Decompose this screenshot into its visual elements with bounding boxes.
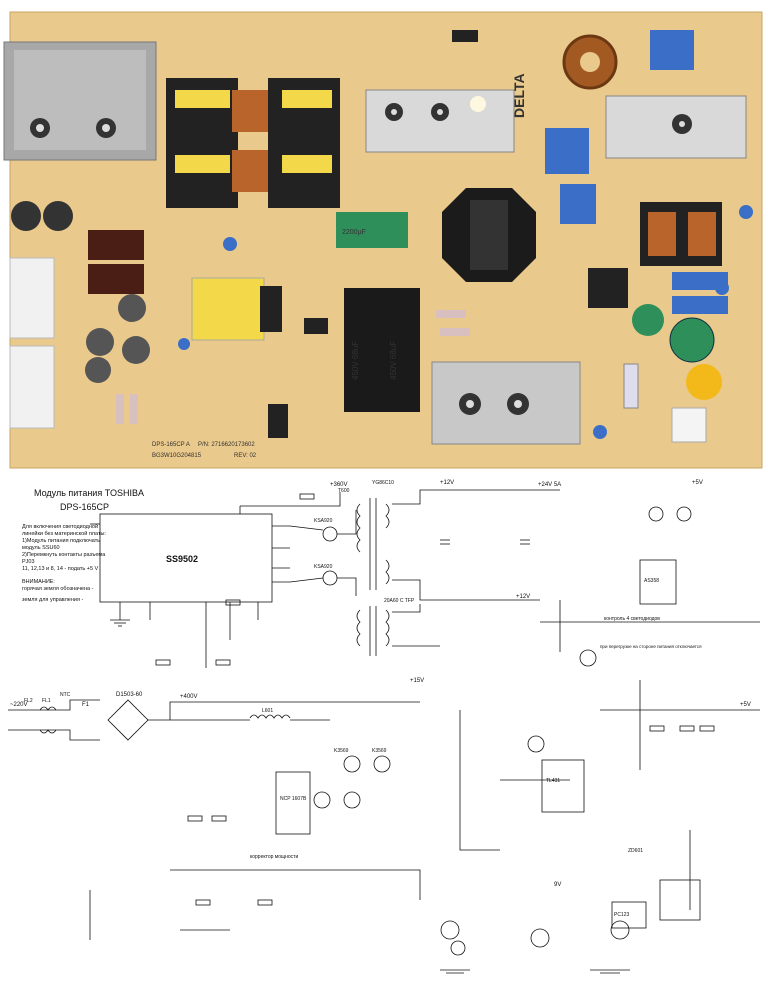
- ic-tl431: [541, 759, 585, 813]
- heatsink-bottom: [431, 361, 581, 445]
- label-fet4: KSA920: [314, 564, 333, 570]
- electrolytic-cap: [88, 264, 144, 294]
- svg-text:450V 68uF: 450V 68uF: [351, 341, 360, 380]
- note-line: модуль SSU60: [22, 545, 60, 551]
- board-rev-label: REV: 02: [234, 453, 257, 459]
- label-12v-out: +12V: [516, 594, 530, 600]
- ic-tl431-label: TL431: [546, 778, 560, 784]
- bridge-rectifier: [107, 699, 149, 741]
- label-20a60: 20A60 C TFP: [384, 598, 415, 604]
- ic-as358: [639, 559, 677, 605]
- label-fl1: FL1: [42, 698, 51, 704]
- opto-pc123: [611, 901, 647, 929]
- electrolytic-cap: [88, 230, 144, 260]
- fuse-label: F1: [82, 702, 90, 708]
- schematic-title: Модуль питания TOSHIBA: [34, 488, 145, 498]
- label-fet3: KSA920: [314, 518, 333, 524]
- warning-title: ВНИМАНИЕ:: [22, 579, 55, 585]
- label-fl2: FL2: [24, 698, 33, 704]
- label-t600: T600: [338, 488, 350, 494]
- label-24v-out: +24V 5A: [538, 482, 561, 488]
- schematic-model: DPS-165CP: [60, 502, 110, 512]
- label-l601: L601: [262, 708, 273, 714]
- label-400v: +400V: [180, 694, 198, 700]
- label-12v: +12V: [440, 480, 454, 486]
- bridge-label: D1503-60: [116, 692, 143, 698]
- ic-small: [304, 318, 328, 334]
- ic-as358-label: AS358: [644, 578, 659, 584]
- svg-text:2200µF: 2200µF: [342, 229, 366, 236]
- x-capacitor: [560, 184, 596, 224]
- ic-ss9502-label: SS9502: [166, 554, 198, 564]
- ic-ncp-label: NCP 1607B: [280, 796, 307, 802]
- note-line: PJ03: [22, 559, 35, 565]
- connector-output-2: [9, 345, 55, 429]
- note-line: линейки без материнской платы:: [22, 531, 106, 537]
- label-5v-out: +5V: [740, 702, 751, 708]
- x-capacitor: [545, 128, 589, 174]
- warning-hot: горячая земля обозначена -: [22, 586, 94, 592]
- electrolytic-cap: [122, 336, 150, 364]
- schematic-notes: Для включения светодиодной линейки без м…: [22, 524, 114, 604]
- brand-label: DELTA: [511, 73, 527, 118]
- pcb-photo: DELTA 2200µF 450V 68uF 450V 68uF: [3, 11, 763, 469]
- warning-cold: земля для управления -: [22, 597, 84, 603]
- electrolytic-cap: [86, 328, 114, 356]
- connector-output-1: [9, 257, 55, 339]
- relay: [588, 268, 628, 308]
- electrolytic-cap: [11, 201, 41, 231]
- circuit-schematic: SS9502 NCP 1607B TL431 AS358 PC123 D1503…: [8, 480, 760, 974]
- board-pn-label: P/N: 2716620173602: [198, 442, 255, 448]
- bulk-capacitor: [380, 288, 420, 412]
- board-serial-label: BG3W10G204815: [152, 453, 202, 459]
- annotation-protect: при перегрузке на стороне питания отключ…: [600, 644, 702, 649]
- note-line: 1)Модуль питания подключать: [22, 538, 101, 544]
- label-fet2: K3569: [372, 748, 387, 754]
- annotation-osc: корректор мощности: [250, 854, 298, 860]
- toroid-small: [669, 317, 715, 363]
- note-line: 11, 12,13 и 8, 14 - подать +5 V: [22, 566, 99, 572]
- ic-ss9502: [99, 513, 273, 603]
- fuse: [623, 363, 639, 409]
- label-fet1: K3569: [334, 748, 349, 754]
- yellow-capacitor: [686, 364, 722, 400]
- label-yg86c10: YG86C10: [372, 480, 394, 486]
- thermistor: [632, 304, 664, 336]
- svg-text:450V 68uF: 450V 68uF: [389, 341, 398, 380]
- opto-label: PC123: [614, 912, 630, 918]
- note-line: 2)Перемкнуть контакты разъема: [22, 552, 106, 558]
- label-9v: 9V: [554, 882, 561, 888]
- x-capacitor: [650, 30, 694, 70]
- green-capacitor: [336, 212, 408, 248]
- label-360v: +360V: [330, 482, 348, 488]
- ic-ncp1607b: [275, 771, 311, 835]
- ic-small: [268, 404, 288, 438]
- label-ntc: NTC: [60, 692, 71, 698]
- label-zd601: ZD601: [628, 848, 643, 854]
- electrolytic-cap: [43, 201, 73, 231]
- annotation-led: контроль 4 светодиодов: [604, 616, 660, 622]
- connector-ac: [671, 407, 707, 443]
- electrolytic-cap: [118, 294, 146, 322]
- standby-transformer: [191, 277, 265, 341]
- label-15v: +15V: [410, 678, 424, 684]
- note-line: Для включения светодиодной: [22, 524, 99, 530]
- electrolytic-cap: [85, 357, 111, 383]
- label-5v: +5V: [692, 480, 703, 486]
- bulk-capacitor: [344, 288, 384, 412]
- board-part-label: DPS-165CP A: [152, 442, 190, 448]
- input-label: ~220V: [10, 702, 28, 708]
